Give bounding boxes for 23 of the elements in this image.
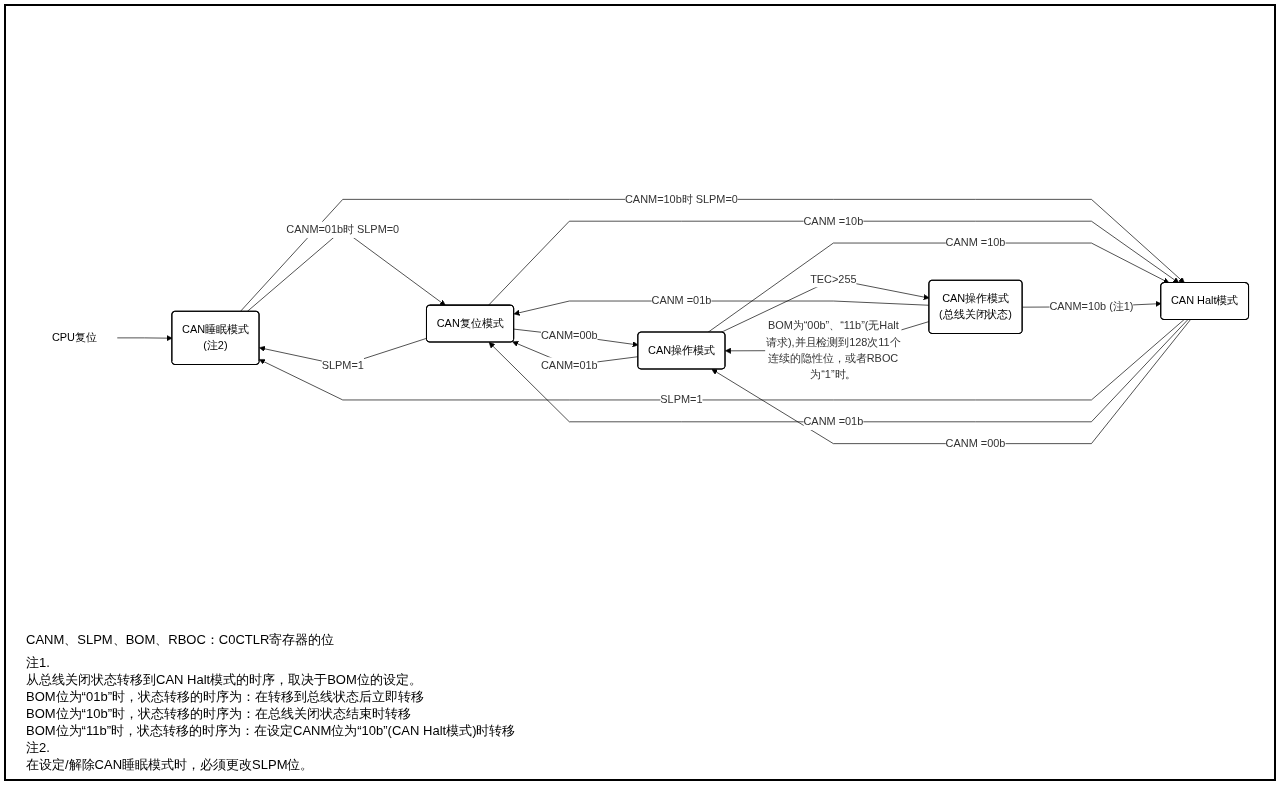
note-text: BOM位为“01b”时，状态转移的时序为：在转移到总线状态后立即转移 xyxy=(26,688,425,705)
note-text: 在设定/解除CAN睡眠模式时，必须更改SLPM位。 xyxy=(26,756,315,773)
note-text: 注2. xyxy=(26,739,51,756)
edge-label: CANM =10b xyxy=(803,215,864,227)
edge-label: TEC>255 xyxy=(810,273,857,285)
note-text: BOM位为“11b”时，状态转移的时序为：在设定CANM位为“10b”(CAN Halt模式)时转移 xyxy=(26,722,517,739)
edge-label: CANM =10b xyxy=(945,236,1006,249)
edge-label: SLPM=1 xyxy=(660,393,703,406)
note-text: CANM、SLPM、BOM、RBOC：C0CTLR寄存器的位 xyxy=(26,631,336,648)
edge-label: CANM=10b时 SLPM=0 xyxy=(624,193,738,205)
note-text: 注1. xyxy=(26,654,51,671)
edge-label: CANM=10b (注1) xyxy=(1049,300,1134,313)
node-text: CPU复位 xyxy=(51,331,97,344)
edge-label: CANM=01b xyxy=(540,359,598,371)
edge-label: BOM为“00b”、“11b”(无Halt请求),并且检测到128次11个连续的隐性位，或者RBOC为“1”时。 xyxy=(766,319,901,381)
note-text: BOM位为“10b”时，状态转移的时序为：在总线关闭状态结束时转移 xyxy=(26,705,412,722)
edge-label: CANM=01b时 SLPM=0 xyxy=(286,223,400,236)
edge-label: CANM =01b xyxy=(651,294,712,307)
edge-label: CANM =01b xyxy=(803,415,864,428)
edge-label: CANM=00b xyxy=(540,329,598,341)
note-text: 从总线关闭状态转移到CAN Halt模式的时序，取决于BOM位的设定。 xyxy=(26,671,423,688)
edge-label: CANM =00b xyxy=(945,437,1006,450)
edge-label: SLPM=1 xyxy=(321,359,364,371)
